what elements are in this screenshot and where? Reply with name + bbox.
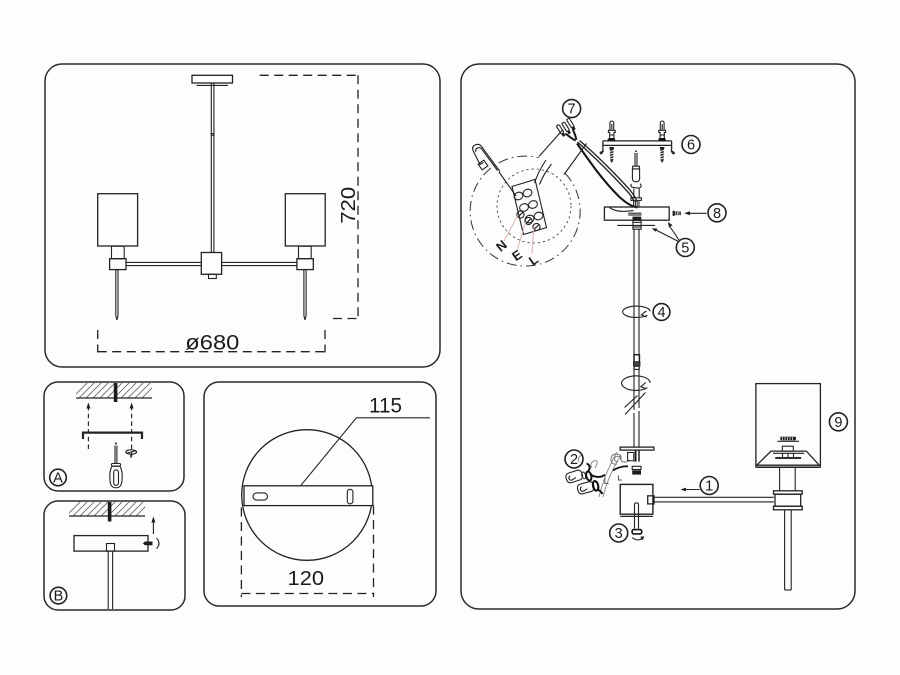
svg-text:5: 5 bbox=[681, 241, 689, 257]
svg-text:6: 6 bbox=[687, 138, 695, 154]
svg-text:7: 7 bbox=[568, 102, 576, 118]
svg-text:8: 8 bbox=[713, 206, 721, 222]
svg-text:2: 2 bbox=[570, 452, 578, 468]
svg-text:120: 120 bbox=[288, 567, 325, 590]
svg-text:4: 4 bbox=[657, 305, 665, 321]
svg-text:B: B bbox=[54, 589, 64, 605]
svg-text:720: 720 bbox=[337, 187, 360, 224]
svg-text:1: 1 bbox=[705, 479, 713, 495]
svg-text:3: 3 bbox=[615, 526, 623, 542]
svg-text:A: A bbox=[53, 471, 63, 487]
svg-text:115: 115 bbox=[369, 394, 402, 418]
svg-text:9: 9 bbox=[834, 415, 842, 431]
svg-text:ø680: ø680 bbox=[185, 332, 239, 355]
